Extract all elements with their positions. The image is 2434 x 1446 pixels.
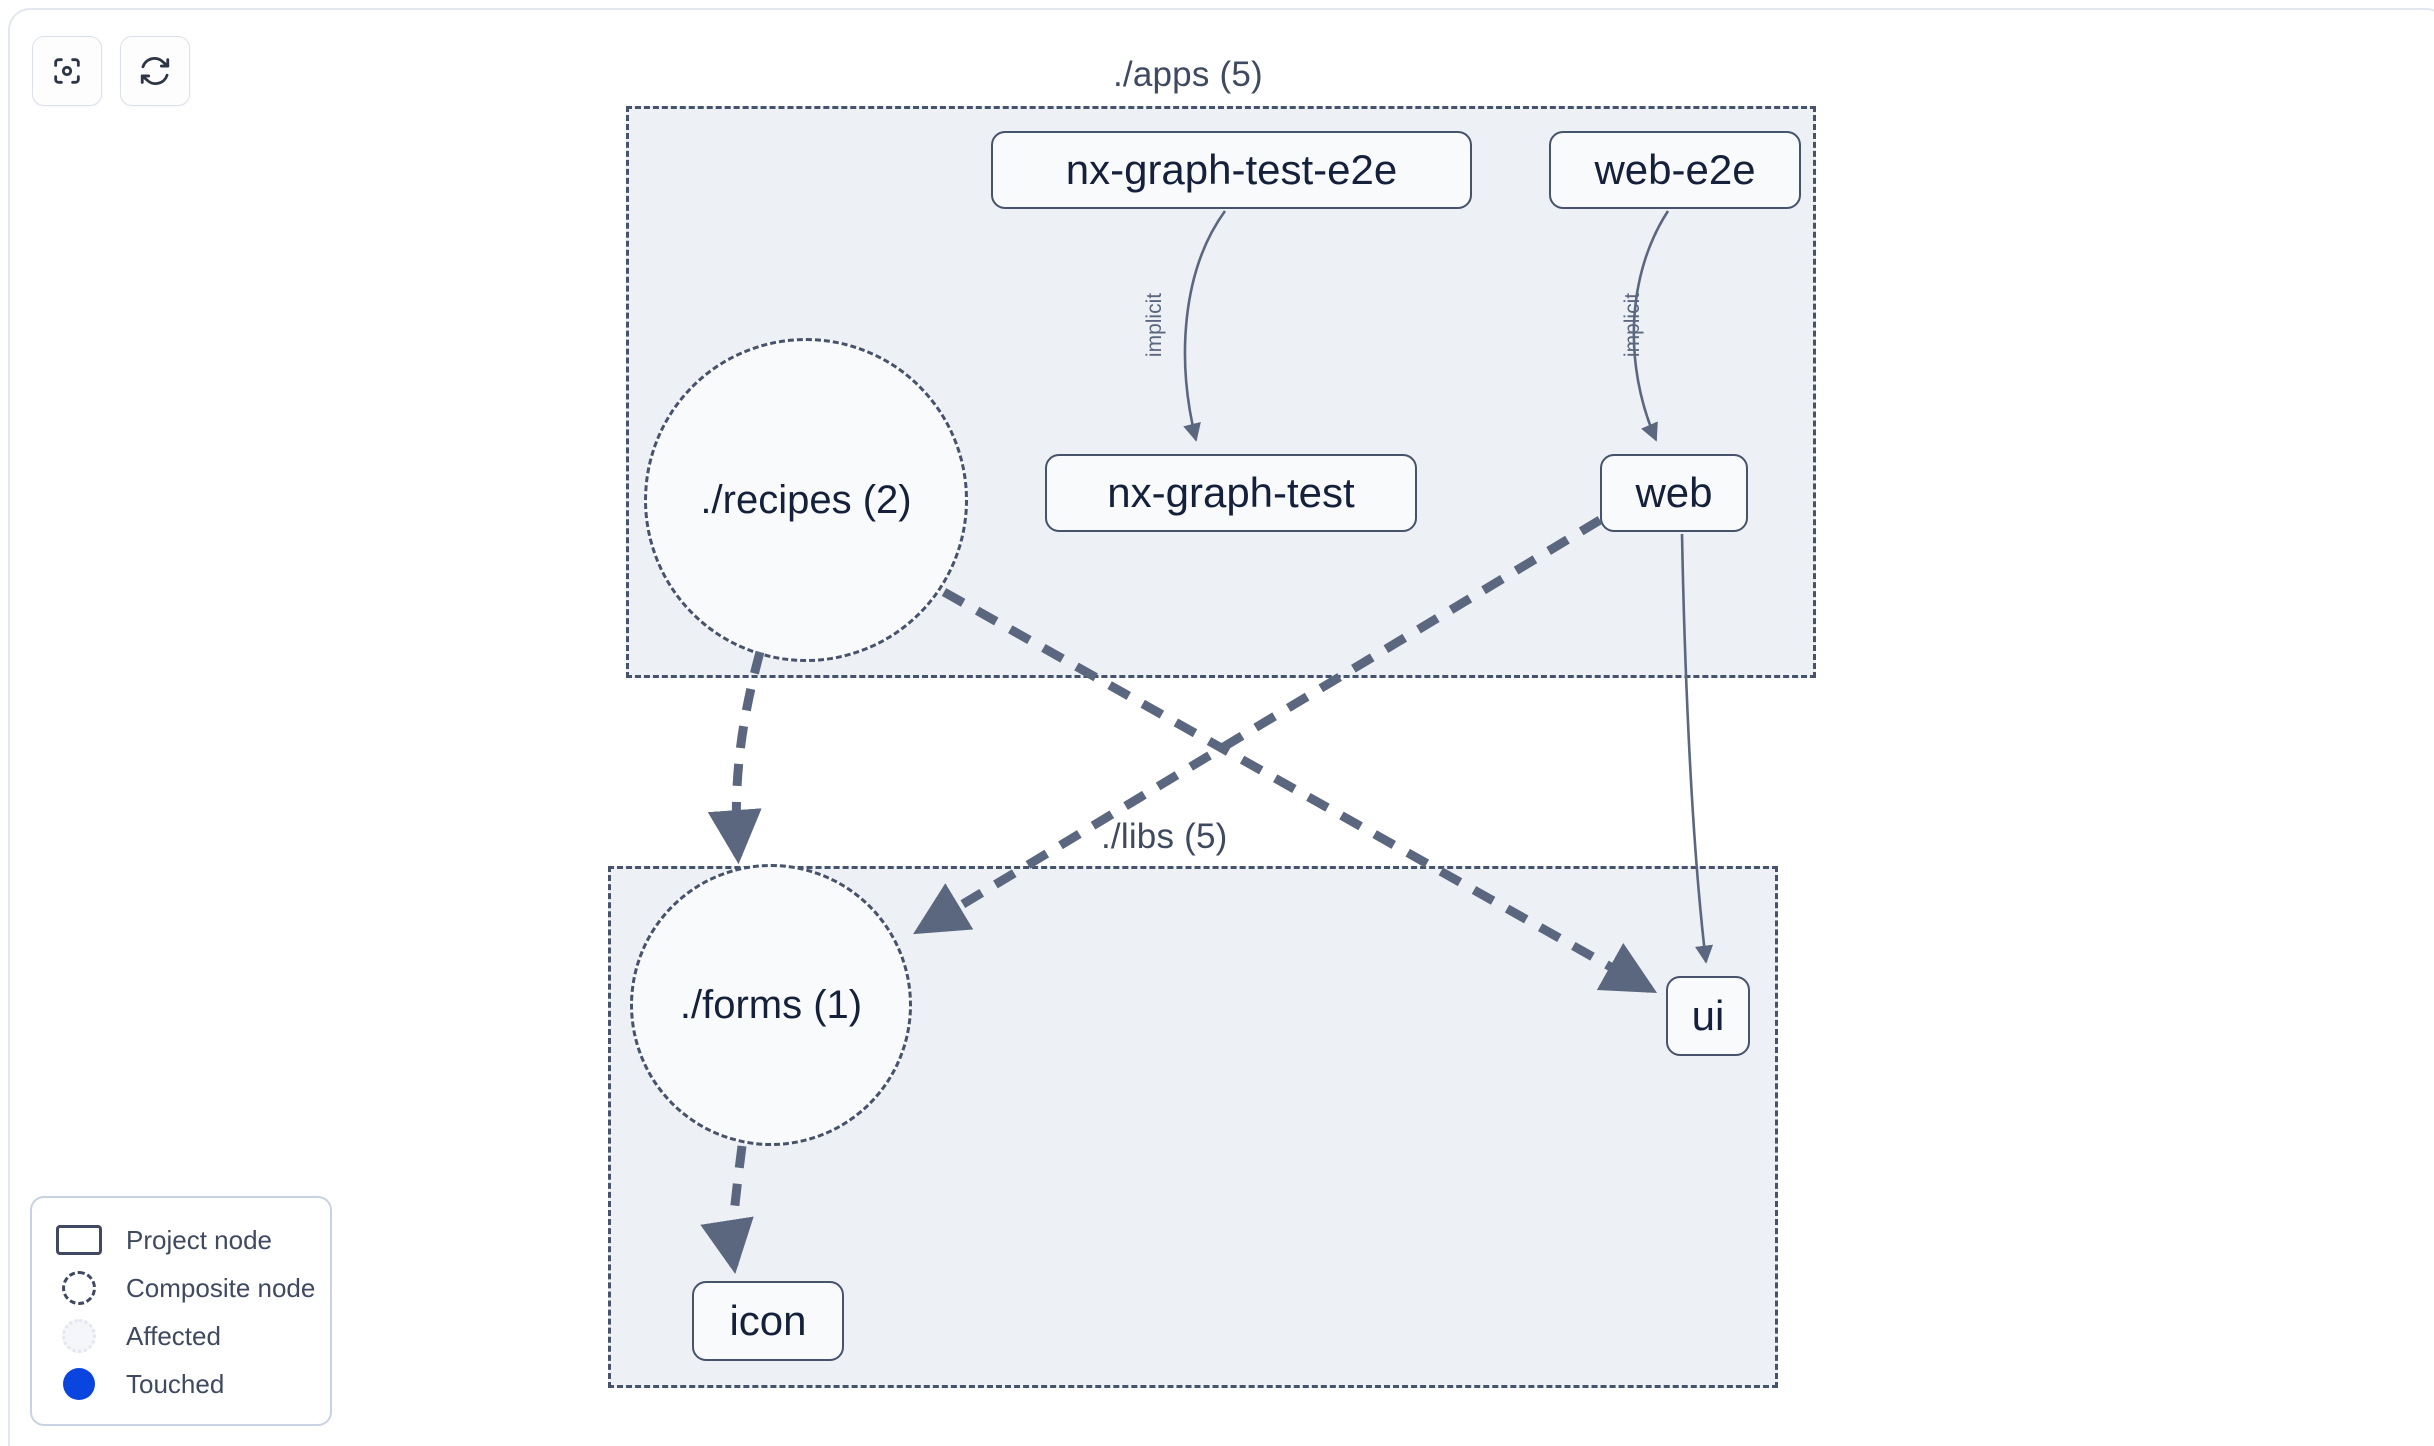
node-nx-graph-test-e2e[interactable]: nx-graph-test-e2e [991, 131, 1472, 209]
legend-label: Touched [126, 1368, 225, 1399]
group-label-apps: ./apps (5) [1113, 55, 1263, 94]
legend-item-composite-node: Composite node [54, 1264, 315, 1312]
edge-label-implicit-web: implicit [1621, 292, 1644, 358]
composite-node-icon [54, 1271, 104, 1305]
edge-label-implicit-nx-graph-test: implicit [1143, 292, 1166, 358]
node-label: ./recipes (2) [700, 478, 912, 522]
node-forms-composite[interactable]: ./forms (1) [630, 864, 912, 1146]
legend-item-touched: Touched [54, 1360, 310, 1408]
node-web-e2e[interactable]: web-e2e [1549, 131, 1801, 209]
node-label: web [1635, 469, 1713, 516]
node-icon[interactable]: icon [692, 1281, 844, 1361]
focus-target-icon [50, 54, 84, 88]
legend-label: Composite node [126, 1272, 316, 1303]
group-label-libs: ./libs (5) [1101, 817, 1228, 856]
refresh-icon [138, 54, 172, 88]
legend-label: Affected [126, 1320, 221, 1351]
node-label: ./forms (1) [679, 983, 863, 1027]
node-web[interactable]: web [1600, 454, 1748, 532]
node-label: nx-graph-test [1107, 469, 1355, 516]
graph-legend: Project node Composite node Affected Tou… [30, 1196, 332, 1426]
node-label: nx-graph-test-e2e [1065, 146, 1398, 193]
node-label: icon [729, 1297, 807, 1344]
node-label: ui [1691, 992, 1725, 1039]
focus-graph-button[interactable] [32, 36, 102, 106]
node-label: web-e2e [1594, 146, 1756, 193]
refresh-graph-button[interactable] [120, 36, 190, 106]
affected-node-icon [54, 1319, 104, 1353]
node-ui[interactable]: ui [1666, 976, 1750, 1056]
legend-item-affected: Affected [54, 1312, 310, 1360]
legend-label: Project node [126, 1224, 272, 1255]
graph-toolbar [32, 36, 190, 106]
node-recipes-composite[interactable]: ./recipes (2) [644, 338, 968, 662]
touched-node-icon [54, 1367, 104, 1401]
project-node-icon [54, 1223, 104, 1257]
node-nx-graph-test[interactable]: nx-graph-test [1045, 454, 1417, 532]
legend-item-project-node: Project node [54, 1216, 310, 1264]
